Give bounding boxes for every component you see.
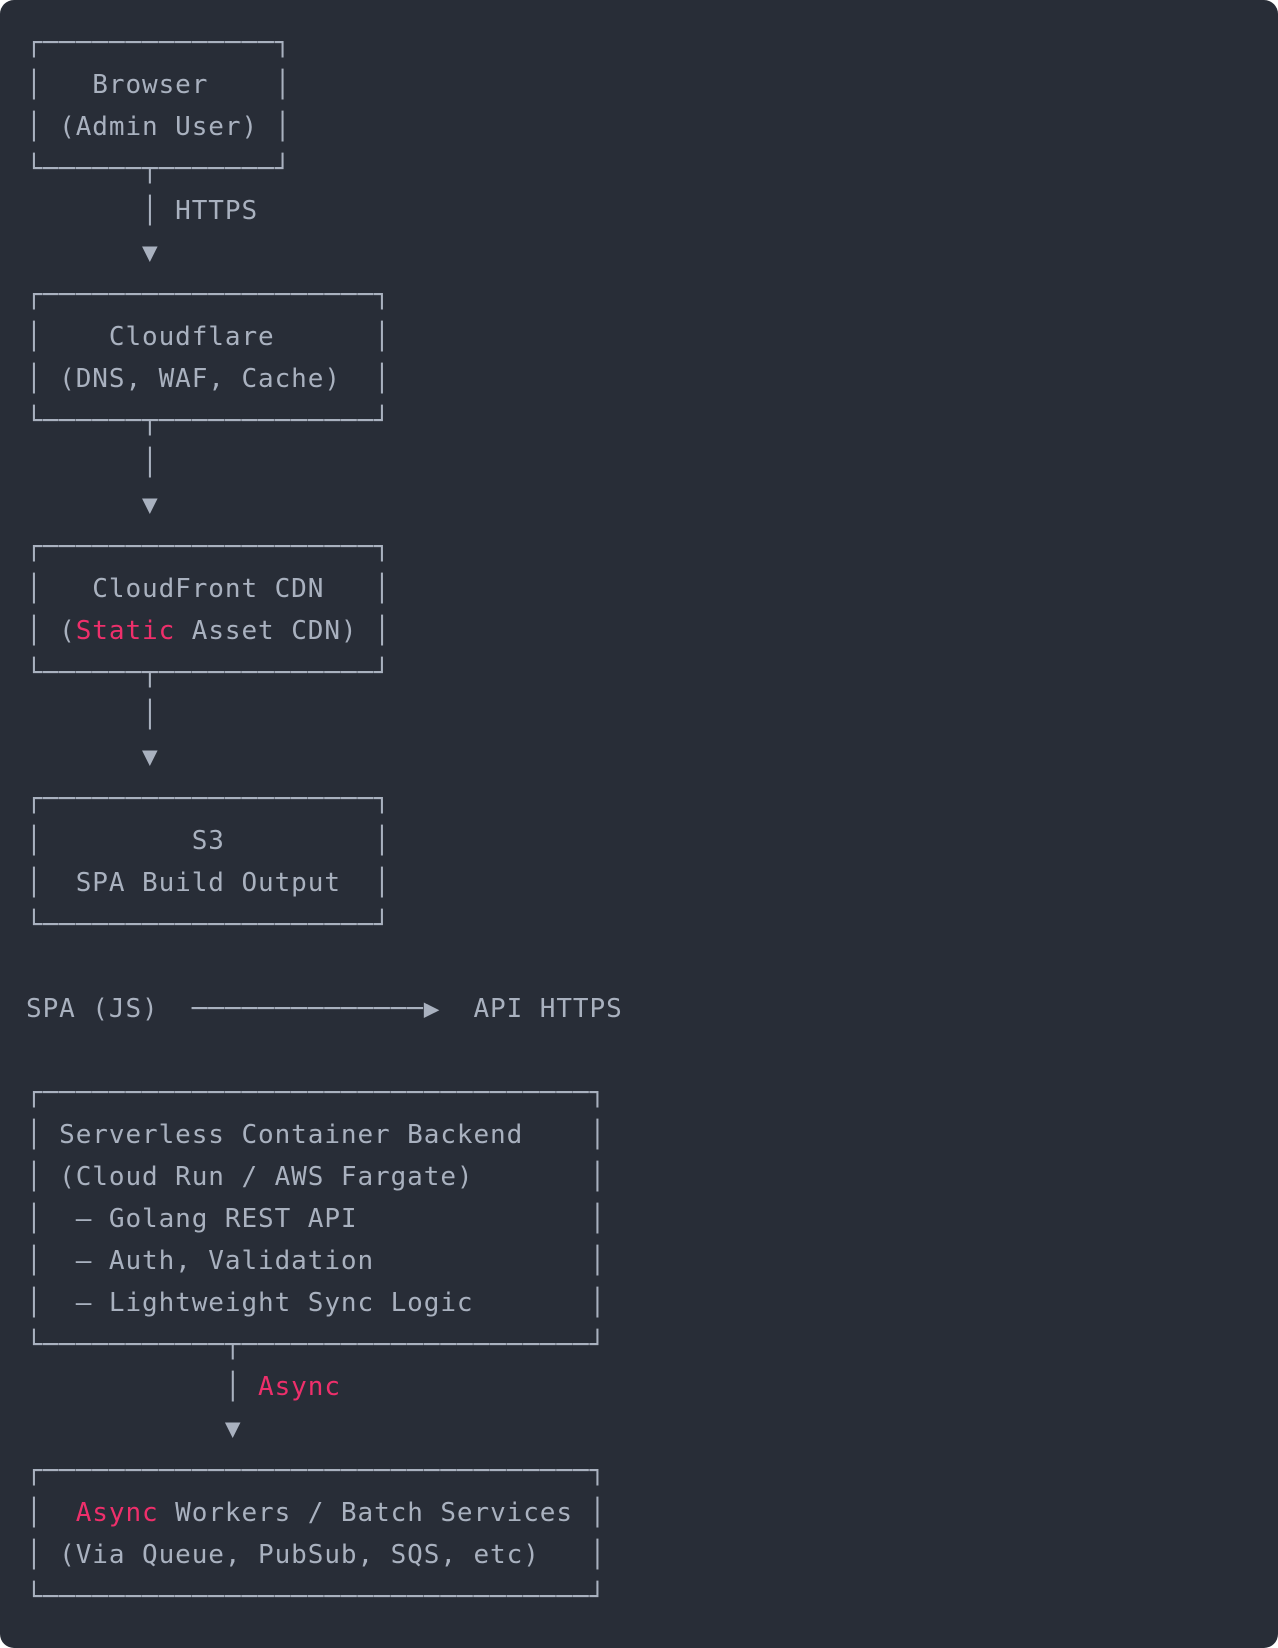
diagram-text: ▼: [26, 742, 159, 772]
diagram-line: ┌────────────────────┐: [26, 274, 1278, 316]
diagram-line: │ (Static Asset CDN) │: [26, 610, 1278, 652]
diagram-line: │ — Lightweight Sync Logic │: [26, 1282, 1278, 1324]
diagram-line: ┌────────────────────┐: [26, 526, 1278, 568]
diagram-text: │ SPA Build Output │: [26, 868, 391, 898]
diagram-text: │ Cloudflare │: [26, 322, 391, 352]
diagram-line: ▼: [26, 1408, 1278, 1450]
diagram-line: └──────┬─────────────┘: [26, 400, 1278, 442]
diagram-line: └─────────────────────────────────┘: [26, 1576, 1278, 1618]
diagram-line: │ Async: [26, 1366, 1278, 1408]
diagram-line: │ Browser │: [26, 64, 1278, 106]
diagram-text: ┌────────────────────┐: [26, 784, 391, 814]
accent-text: Async: [75, 1498, 159, 1528]
diagram-text: │ (Cloud Run / AWS Fargate) │: [26, 1162, 607, 1192]
diagram-line: ┌──────────────┐: [26, 22, 1278, 64]
diagram-line: └──────┬─────────────┘: [26, 652, 1278, 694]
diagram-text: │ HTTPS: [26, 196, 259, 226]
diagram-text: ▼: [26, 490, 159, 520]
diagram-text: ┌────────────────────┐: [26, 532, 391, 562]
diagram-line: │ (Cloud Run / AWS Fargate) │: [26, 1156, 1278, 1198]
diagram-line: │ Cloudflare │: [26, 316, 1278, 358]
diagram-text: ┌────────────────────┐: [26, 280, 391, 310]
diagram-text: ▼: [26, 1414, 242, 1444]
diagram-line: │: [26, 694, 1278, 736]
diagram-line: │ S3 │: [26, 820, 1278, 862]
diagram-text: │ Browser │: [26, 70, 292, 100]
diagram-line: │ (Via Queue, PubSub, SQS, etc) │: [26, 1534, 1278, 1576]
diagram-text: ┌─────────────────────────────────┐: [26, 1078, 607, 1108]
diagram-line: │ SPA Build Output │: [26, 862, 1278, 904]
diagram-line: ▼: [26, 232, 1278, 274]
diagram-text: │: [26, 1372, 259, 1402]
diagram-line: ▼: [26, 736, 1278, 778]
diagram-text: ┌─────────────────────────────────┐: [26, 1456, 607, 1486]
diagram-text: └───────────┬─────────────────────┘: [26, 1330, 607, 1360]
diagram-text: Workers / Batch Services │: [158, 1498, 607, 1528]
diagram-line: ┌────────────────────┐: [26, 778, 1278, 820]
diagram-text: ┌──────────────┐: [26, 28, 292, 58]
diagram-line: [26, 946, 1278, 988]
diagram-text: ▼: [26, 238, 159, 268]
accent-text: Async: [258, 1372, 341, 1402]
diagram-line: │ HTTPS: [26, 190, 1278, 232]
diagram-text: │ S3 │: [26, 826, 391, 856]
diagram-text: SPA (JS) ──────────────▶ API HTTPS: [26, 994, 623, 1024]
diagram-line: └───────────┬─────────────────────┘: [26, 1324, 1278, 1366]
diagram-text: │: [26, 1498, 76, 1528]
diagram-line: │ (DNS, WAF, Cache) │: [26, 358, 1278, 400]
diagram-text: └──────┬───────┘: [26, 154, 292, 184]
diagram-line: │ Serverless Container Backend │: [26, 1114, 1278, 1156]
accent-text: Static: [75, 616, 176, 646]
diagram-text: │ (Via Queue, PubSub, SQS, etc) │: [26, 1540, 607, 1570]
diagram-text: │ CloudFront CDN │: [26, 574, 391, 604]
diagram-line: │: [26, 442, 1278, 484]
diagram-line: │ — Auth, Validation │: [26, 1240, 1278, 1282]
diagram-text: │ (Admin User) │: [26, 112, 292, 142]
diagram-line: [26, 1030, 1278, 1072]
diagram-text: │: [26, 448, 159, 478]
diagram-text: │ Serverless Container Backend │: [26, 1120, 607, 1150]
diagram-text: │ — Auth, Validation │: [26, 1246, 607, 1276]
diagram-text: │ (: [26, 616, 76, 646]
diagram-text: └─────────────────────────────────┘: [26, 1582, 607, 1612]
diagram-line: └──────┬───────┘: [26, 148, 1278, 190]
diagram-text: │ — Golang REST API │: [26, 1204, 607, 1234]
diagram-text: │: [26, 700, 159, 730]
diagram-line: │ Async Workers / Batch Services │: [26, 1492, 1278, 1534]
diagram-text: Asset CDN) │: [175, 616, 391, 646]
diagram-text: │ — Lightweight Sync Logic │: [26, 1288, 607, 1318]
diagram-line: ┌─────────────────────────────────┐: [26, 1072, 1278, 1114]
diagram-line: └────────────────────┘: [26, 904, 1278, 946]
diagram-text: └────────────────────┘: [26, 910, 391, 940]
diagram-line: SPA (JS) ──────────────▶ API HTTPS: [26, 988, 1278, 1030]
diagram-line: │ (Admin User) │: [26, 106, 1278, 148]
diagram-text: └──────┬─────────────┘: [26, 658, 391, 688]
diagram-line: ▼: [26, 484, 1278, 526]
diagram-line: ┌─────────────────────────────────┐: [26, 1450, 1278, 1492]
diagram-text: │ (DNS, WAF, Cache) │: [26, 364, 391, 394]
diagram-text: └──────┬─────────────┘: [26, 406, 391, 436]
diagram-line: │ CloudFront CDN │: [26, 568, 1278, 610]
diagram-line: │ — Golang REST API │: [26, 1198, 1278, 1240]
